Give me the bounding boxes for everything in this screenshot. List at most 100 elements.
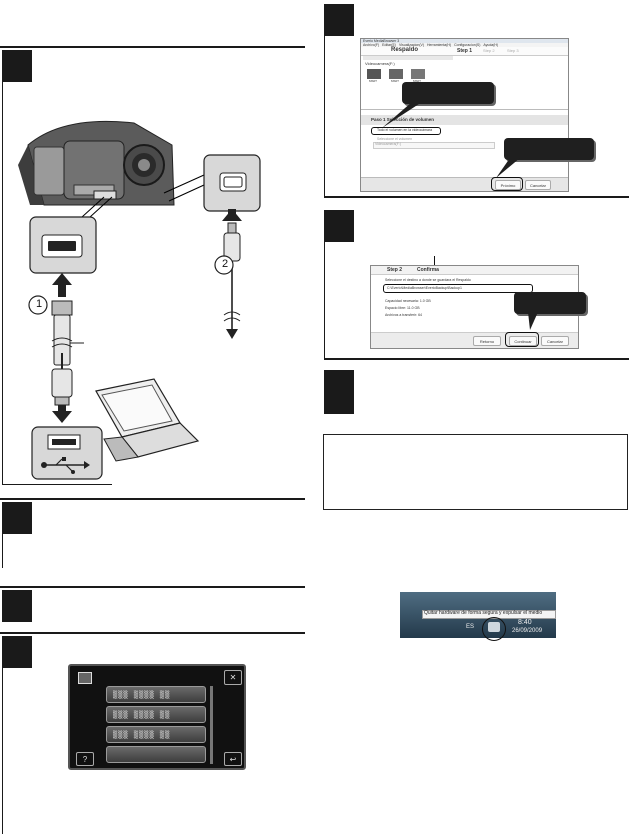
dialog-title: Respaldo	[391, 47, 419, 53]
tooltip-text: Quitar hardware de forma segura y expuls…	[424, 610, 543, 616]
next-button[interactable]: Próximo	[495, 180, 521, 190]
path-box[interactable]	[383, 284, 533, 293]
step6-bottom-rule	[324, 358, 629, 360]
step2-number-box	[2, 502, 32, 534]
step4-top-rule	[0, 632, 305, 634]
step1-left-border	[2, 82, 3, 484]
radio-all-label: Todo el volumen en la videocámara	[377, 128, 433, 132]
step2-left-border	[2, 534, 3, 568]
radio-select-label: Seleccione el volumen	[377, 137, 413, 141]
backup-wizard-screenshot: Everio MediaBrowser 3 Archivo(F) Editar(…	[360, 38, 569, 192]
back-button[interactable]: Retorno	[473, 336, 501, 346]
connection-illustration	[18, 120, 261, 480]
callout-next	[504, 138, 594, 160]
thumb-2[interactable]	[389, 69, 403, 79]
volume-value: Videocamera(F:)	[375, 142, 402, 146]
menu-bar: Archivo(F) Editar(E) Visualizacion(V) He…	[361, 43, 568, 47]
menu-item[interactable]: Configuracion(S)	[454, 43, 481, 47]
step4-left-border	[2, 668, 3, 834]
confirm-dialog-screenshot: Step 2 Confirma Seleccione el destino a …	[370, 265, 579, 349]
confirm-step-label: Step 2	[387, 267, 403, 273]
library-label: Videocamera(F:)	[365, 61, 395, 66]
scrollbar[interactable]	[210, 686, 213, 764]
taskbar-screenshot: Quitar hardware de forma segura y expuls…	[400, 592, 556, 638]
menu-item[interactable]: Ayuda(H)	[483, 43, 499, 47]
confirm-intro: Seleccione el destino a donde se guardar…	[385, 278, 471, 282]
thumb-label: MS0T	[413, 79, 422, 83]
callout-continue	[514, 292, 586, 314]
window-titlebar	[361, 39, 568, 43]
toolbar	[363, 56, 453, 60]
camcorder-icon	[18, 120, 175, 206]
step1-top-rule	[0, 46, 305, 48]
remove-icon-highlight-circle	[482, 617, 506, 641]
cancel-button[interactable]: Cancelar	[525, 180, 551, 190]
pc-usb-port-box	[31, 426, 103, 480]
help-button[interactable]: ?	[76, 752, 94, 766]
close-button[interactable]: ✕	[224, 670, 242, 685]
step3-number-box	[2, 590, 32, 622]
note-box	[323, 434, 628, 510]
step4-number-box	[2, 636, 32, 668]
step6-left-border	[324, 242, 325, 358]
step-tab-3: Step 3	[507, 48, 519, 53]
next-button-highlight	[491, 177, 523, 191]
files-line: Archivos a transferir: 64	[385, 313, 422, 317]
step7-number-box	[324, 370, 354, 414]
callout-volume-pointer	[382, 102, 422, 128]
window-title: Everio MediaBrowser 3	[363, 39, 400, 43]
section-header: Paso 1 Selección de volumen	[371, 117, 435, 122]
radio-all-volume[interactable]	[371, 127, 441, 135]
path-text: C:\Everio\MediaBrowser\EverioBackup\Back…	[387, 286, 462, 290]
lcd-menu-screen: ✕ ▒▒▒ ▒▒▒▒ ▒▒ ▒▒▒ ▒▒▒▒ ▒▒ ▒▒▒ ▒▒▒▒ ▒▒ ? …	[68, 664, 246, 770]
section-header-bar	[361, 115, 568, 125]
menu-item[interactable]: Archivo(F)	[363, 43, 380, 47]
wizard-header	[361, 47, 568, 56]
dc-input-jack-box	[203, 154, 261, 212]
confirm-header	[371, 266, 578, 275]
step5-bottom-rule	[324, 196, 629, 198]
step-tab-1: Step 1	[457, 48, 473, 54]
usb-symbol-icon	[41, 457, 90, 474]
continue-button-highlight	[505, 332, 539, 347]
usb-jack-box	[29, 216, 97, 274]
lcd-menu-item-1[interactable]: ▒▒▒ ▒▒▒▒ ▒▒	[106, 686, 206, 703]
lcd-menu-item-4[interactable]	[106, 746, 206, 763]
language-indicator: ES	[466, 624, 475, 630]
thumb-label: MS0T	[369, 79, 378, 83]
menu-item[interactable]: Editar(E)	[382, 43, 396, 47]
pc-icon	[78, 672, 92, 684]
callout-next-pointer	[496, 158, 520, 178]
step-tab-2: Step 2	[483, 48, 495, 53]
step6-number-box	[324, 210, 354, 242]
step5-number-box	[324, 4, 354, 36]
library-panel-border	[361, 109, 568, 110]
marker-1-label: 1	[35, 298, 43, 310]
callout-volume	[402, 82, 494, 104]
capacity-line: Capacidad necesaria: 1.0 GB	[385, 299, 431, 303]
lcd-menu-item-2[interactable]: ▒▒▒ ▒▒▒▒ ▒▒	[106, 706, 206, 723]
ac-adapter-plug	[223, 222, 241, 339]
marker-1	[28, 295, 48, 315]
marker-2-label: 2	[221, 258, 229, 270]
clock-date: 26/09/2009	[512, 628, 543, 634]
continue-button[interactable]: Continuar	[509, 336, 537, 346]
confirm-title: Confirma	[417, 267, 439, 273]
lcd-menu-item-3[interactable]: ▒▒▒ ▒▒▒▒ ▒▒	[106, 726, 206, 743]
back-button[interactable]: ↩	[224, 752, 242, 766]
callout-continue-pointer	[528, 312, 538, 330]
arrow-down-icon	[52, 405, 72, 423]
menu-item[interactable]: Visualizacion(V)	[398, 43, 424, 47]
step1-bottom-border	[2, 484, 112, 485]
clock-time: 8:40	[518, 619, 532, 626]
laptop-icon	[95, 378, 200, 462]
volume-field[interactable]	[373, 142, 495, 149]
thumb-label: MS0T	[391, 79, 400, 83]
menu-item[interactable]: Herramienta(H)	[426, 43, 452, 47]
thumb-3[interactable]	[411, 69, 425, 79]
cancel-button[interactable]: Cancelar	[541, 336, 569, 346]
marker-2	[214, 255, 234, 275]
thumb-1[interactable]	[367, 69, 381, 79]
free-space-line: Espacio libre: 11.0 GB	[385, 306, 420, 310]
step3-top-rule	[0, 586, 305, 588]
